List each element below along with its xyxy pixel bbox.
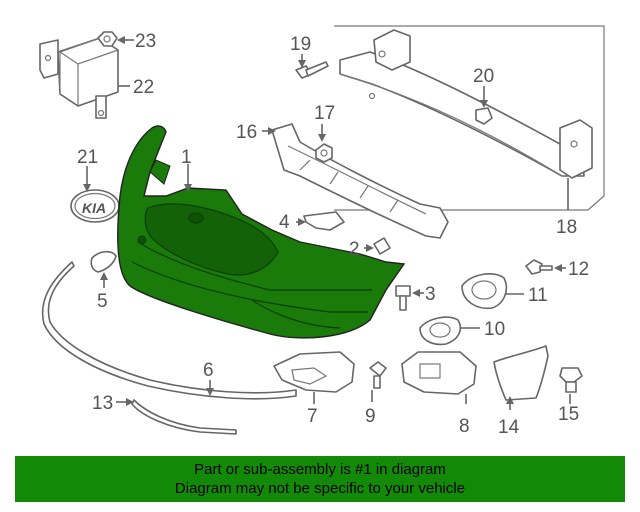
part-15-fastener[interactable] (559, 367, 583, 393)
callout-13: 13 (92, 393, 113, 414)
callout-9: 9 (365, 406, 376, 427)
callout-22: 22 (133, 77, 154, 98)
part-9-screw[interactable] (369, 361, 387, 389)
callout-20: 20 (473, 66, 494, 87)
part-21-emblem[interactable]: KIA (70, 189, 120, 223)
callout-19: 19 (290, 34, 311, 55)
part-13-moulding[interactable] (131, 399, 237, 435)
callout-17: 17 (314, 103, 335, 124)
callout-1: 1 (181, 147, 192, 168)
info-banner: Part or sub-assembly is #1 in diagram Di… (15, 456, 625, 502)
banner-line-1: Part or sub-assembly is #1 in diagram (194, 461, 446, 478)
callout-16: 16 (236, 122, 257, 143)
banner-line-2: Diagram may not be specific to your vehi… (174, 480, 466, 497)
callout-11: 11 (528, 285, 548, 306)
callout-7: 7 (307, 406, 318, 427)
part-20-clip[interactable] (475, 107, 493, 125)
part-19-bolt[interactable] (295, 61, 329, 79)
callout-5: 5 (97, 291, 108, 312)
callout-4: 4 (279, 212, 290, 233)
callout-2: 2 (349, 239, 360, 260)
part-7-housing[interactable] (273, 351, 355, 393)
emblem-logo-text: KIA (82, 200, 106, 216)
part-12-screw[interactable] (525, 259, 553, 275)
part-23-nut[interactable] (97, 31, 118, 47)
part-17-nut[interactable] (315, 143, 333, 163)
part-3-bolt[interactable] (395, 285, 411, 311)
callout-21: 21 (77, 147, 98, 168)
callout-8: 8 (459, 416, 470, 437)
part-22-module[interactable] (39, 37, 119, 119)
part-2-clip[interactable] (373, 237, 391, 255)
callout-14: 14 (498, 417, 520, 438)
callout-12: 12 (568, 259, 589, 280)
part-11-bezel[interactable] (461, 273, 508, 310)
part-8-housing[interactable] (401, 351, 477, 395)
part-6-lower-trim[interactable] (41, 261, 297, 400)
callout-3: 3 (425, 284, 436, 305)
part-5-bracket[interactable] (90, 250, 117, 273)
part-4-bracket[interactable] (303, 211, 345, 231)
callout-15: 15 (558, 404, 579, 425)
callout-6: 6 (203, 360, 214, 381)
part-18-reinforcement[interactable] (334, 25, 605, 211)
callout-10: 10 (484, 319, 505, 340)
part-14-cover[interactable] (493, 345, 549, 401)
callout-23: 23 (135, 31, 156, 52)
parts-diagram: 22 23 KIA 21 1 5 6 (39, 25, 605, 438)
part-10-bezel[interactable] (419, 316, 462, 346)
part-1-bumper-cover[interactable] (117, 125, 406, 339)
callout-18: 18 (556, 217, 577, 238)
